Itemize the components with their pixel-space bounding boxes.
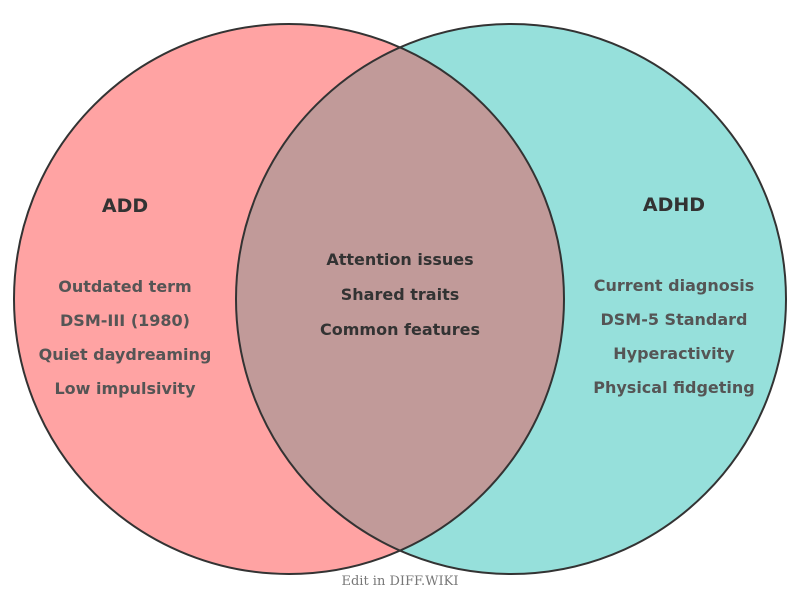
add-title: ADD bbox=[102, 195, 148, 217]
adhd-item: Physical fidgeting bbox=[593, 378, 754, 397]
adhd-item: DSM-5 Standard bbox=[600, 310, 747, 329]
shared-item: Common features bbox=[320, 320, 480, 339]
add-item: Quiet daydreaming bbox=[39, 345, 212, 364]
adhd-title: ADHD bbox=[643, 194, 705, 216]
add-item: DSM-III (1980) bbox=[60, 311, 190, 330]
adhd-item: Hyperactivity bbox=[613, 344, 735, 363]
adhd-circle-outline bbox=[235, 23, 787, 575]
adhd-item: Current diagnosis bbox=[594, 276, 754, 295]
add-item: Outdated term bbox=[58, 277, 191, 296]
overlap-region bbox=[236, 24, 564, 574]
add-circle-outline bbox=[13, 23, 565, 575]
shared-item: Attention issues bbox=[326, 250, 473, 269]
shared-item: Shared traits bbox=[341, 285, 459, 304]
add-item: Low impulsivity bbox=[54, 379, 196, 398]
edit-link[interactable]: Edit in DIFF.WIKI bbox=[341, 574, 458, 589]
